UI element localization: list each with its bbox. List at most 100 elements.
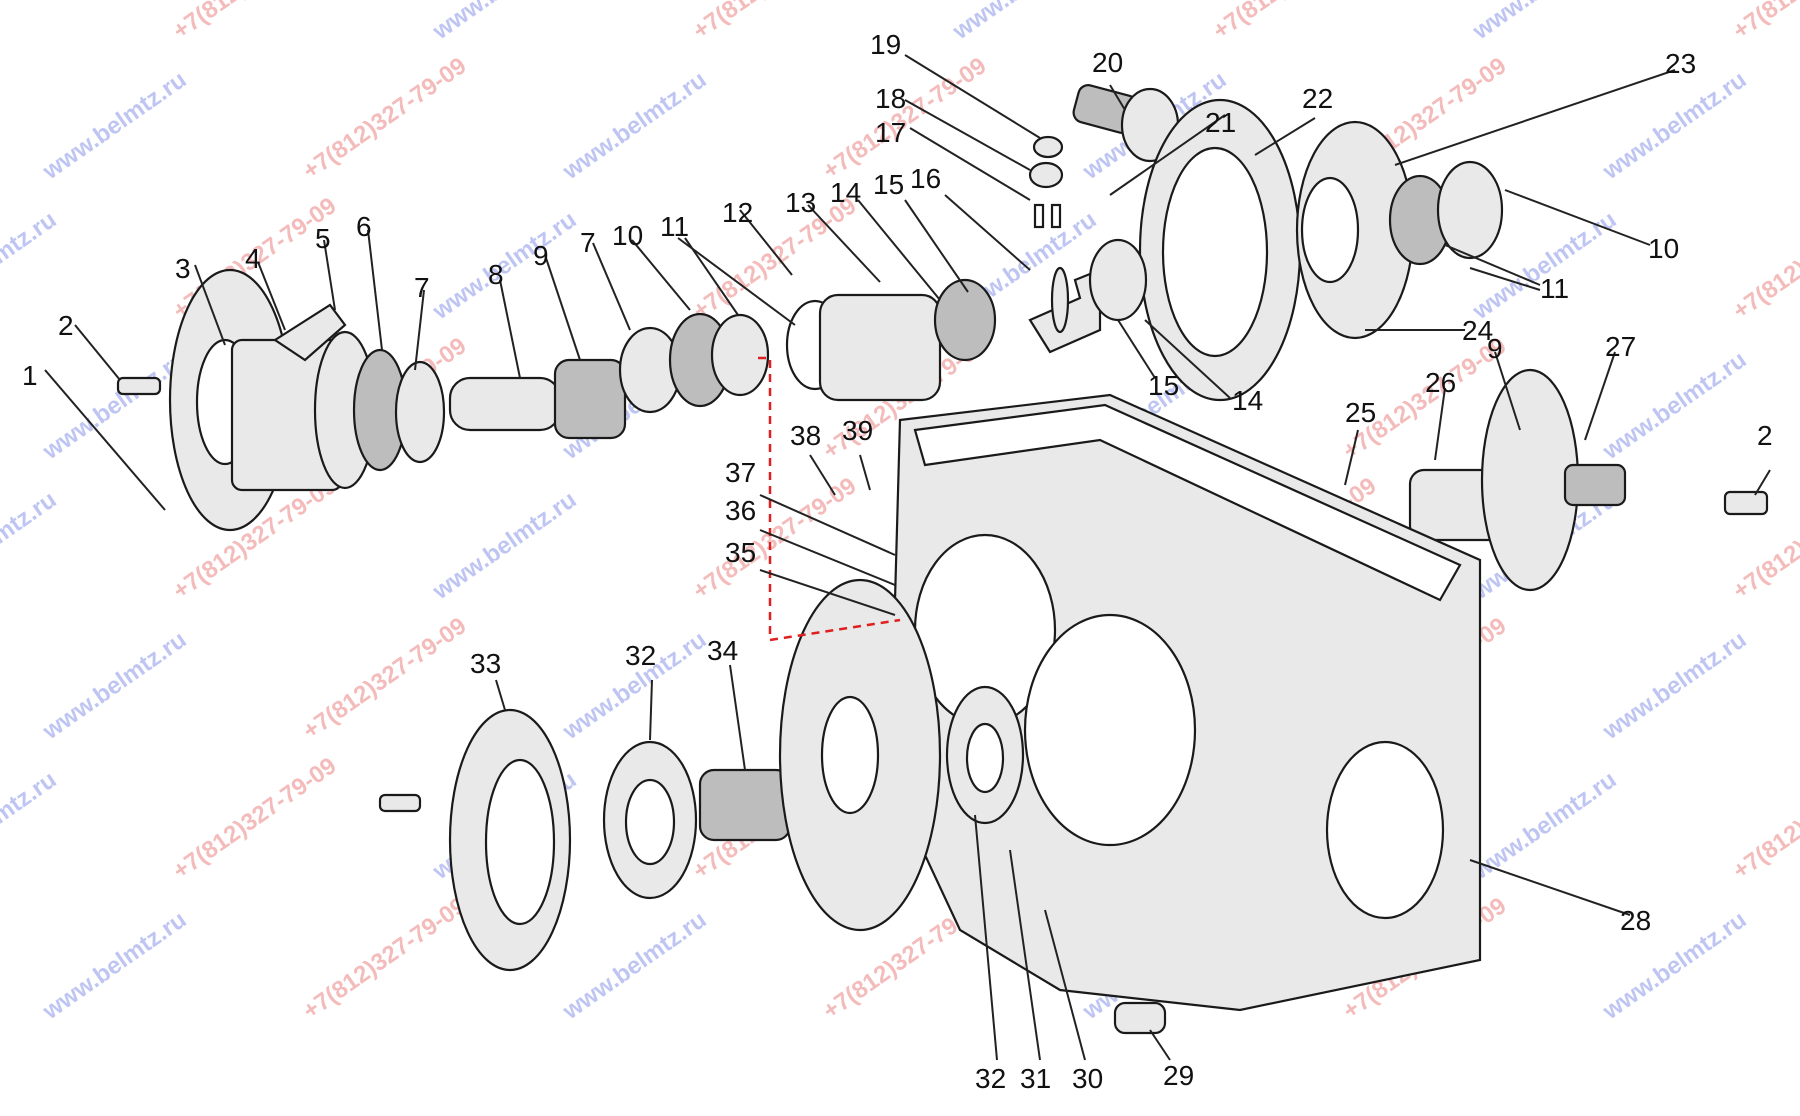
watermark-site: www.belmtz.ru	[37, 906, 191, 1025]
part-bevel-ring-gear-22	[1138, 98, 1302, 402]
callout-18: 18	[875, 83, 906, 114]
callout-2b: 2	[1757, 420, 1773, 451]
callout-12: 12	[722, 197, 753, 228]
watermark-phone: +7(812)327-79-09	[688, 0, 861, 45]
callout-6: 6	[356, 211, 372, 242]
callout-27: 27	[1605, 331, 1636, 362]
callout-9b: 9	[1487, 333, 1503, 364]
callout-13: 13	[785, 187, 816, 218]
part-satellite-gears-17-19	[1028, 135, 1064, 229]
callout-34: 34	[707, 635, 738, 666]
callout-15b: 15	[1148, 370, 1179, 401]
callout-17: 17	[875, 117, 906, 148]
watermark-site: www.belmtz.ru	[1597, 66, 1751, 185]
callout-32: 32	[975, 1063, 1006, 1094]
watermark-site: www.belmtz.ru	[557, 66, 711, 185]
callout-36: 36	[725, 495, 756, 526]
part-flange-cover-3	[168, 268, 377, 532]
callout-20: 20	[1092, 47, 1123, 78]
watermark-phone: +7(812)327-79-09	[298, 52, 471, 185]
watermark-phone: +7(812)327-79-09	[298, 612, 471, 745]
callout-11: 11	[660, 211, 689, 242]
callout-14: 14	[830, 177, 861, 208]
watermark-site: www.belmtz.ru	[427, 206, 581, 325]
callout-7b: 7	[580, 227, 596, 258]
callout-33: 33	[470, 648, 501, 679]
part-bearing-32-left	[602, 740, 698, 900]
watermark-phone: +7(812)327-79-09	[298, 892, 471, 1025]
part-brake-drum-33	[448, 708, 572, 972]
callout-5: 5	[315, 223, 331, 254]
callout-28: 28	[1620, 905, 1651, 936]
watermark-site: www.belmtz.ru	[0, 766, 61, 885]
callout-11b: 11	[1540, 273, 1569, 304]
reference-dashed-line	[758, 356, 901, 642]
watermark-phone: +7(812)327-79-09	[1728, 0, 1800, 45]
watermark-phone: +7(812)327-79-09	[1728, 752, 1800, 885]
part-bolt-33-left	[378, 793, 422, 813]
watermark-site: www.belmtz.ru	[427, 0, 581, 45]
watermark-phone: +7(812)327-79-09	[168, 752, 341, 885]
part-output-flange-27	[1408, 368, 1627, 592]
watermark-site: www.belmtz.ru	[0, 206, 61, 325]
callout-8: 8	[488, 259, 504, 290]
watermark-site: www.belmtz.ru	[0, 0, 61, 45]
callout-38: 38	[790, 420, 821, 451]
watermark-phone: +7(812)327-79-09	[1728, 192, 1800, 325]
part-housing-28	[888, 393, 1482, 1012]
callout-22: 22	[1302, 83, 1333, 114]
watermark-phone: +7(812)327-79-09	[168, 0, 341, 45]
callout-19: 19	[870, 29, 901, 60]
part-shaft-8	[448, 358, 627, 440]
part-pin-29	[1113, 1001, 1167, 1035]
leader-lines	[44, 54, 1771, 1061]
watermark-site: www.belmtz.ru	[37, 346, 191, 465]
watermark-site: www.belmtz.ru	[1597, 626, 1751, 745]
watermark-site: www.belmtz.ru	[1597, 346, 1751, 465]
callout-29: 29	[1163, 1060, 1194, 1091]
callout-39: 39	[842, 415, 873, 446]
callout-9: 9	[533, 240, 549, 271]
part-bearing-6-7	[352, 348, 446, 472]
watermark-phone: +7(812)327-79-09	[688, 472, 861, 605]
callout-35: 35	[725, 537, 756, 568]
part-bearing-32-right	[945, 685, 1025, 825]
watermark-site: www.belmtz.ru	[557, 906, 711, 1025]
callout-23: 23	[1665, 48, 1696, 79]
callout-16: 16	[910, 163, 941, 194]
callout-labels: 1 2 3 4 5 6 7 8 9 7 10 11 12 13 14 15 16…	[22, 29, 1773, 1094]
callout-37: 37	[725, 457, 756, 488]
callout-21: 21	[1205, 107, 1236, 138]
callout-3: 3	[175, 253, 191, 284]
watermark-site: www.belmtz.ru	[37, 626, 191, 745]
watermark-site: www.belmtz.ru	[427, 486, 581, 605]
part-gear-shaft-34	[698, 768, 792, 842]
callout-25: 25	[1345, 397, 1376, 428]
callout-7: 7	[414, 272, 430, 303]
part-differential-cup-24	[1295, 120, 1415, 340]
watermark-phone: +7(812)327-79-09	[1208, 0, 1381, 45]
callout-1: 1	[22, 360, 38, 391]
callout-2: 2	[58, 310, 74, 341]
watermark-site: www.belmtz.ru	[947, 0, 1101, 45]
callout-4: 4	[245, 243, 261, 274]
part-spider-16	[1028, 266, 1102, 354]
callout-24: 24	[1462, 315, 1493, 346]
callout-32b: 32	[625, 640, 656, 671]
part-side-gear-15	[1088, 238, 1148, 322]
watermark-site: www.belmtz.ru	[0, 486, 61, 605]
part-bearing-10-11-left	[618, 312, 770, 414]
part-differential-housing-13	[785, 278, 997, 402]
callout-30: 30	[1072, 1063, 1103, 1094]
part-bolt-2-left	[116, 376, 162, 396]
part-spur-gear-35	[778, 578, 942, 932]
callout-31: 31	[1020, 1063, 1051, 1094]
watermark-site: www.belmtz.ru	[37, 66, 191, 185]
callout-10b: 10	[1648, 233, 1679, 264]
callout-15: 15	[873, 169, 904, 200]
watermark-site: www.belmtz.ru	[1467, 0, 1621, 45]
callout-10: 10	[612, 220, 643, 251]
part-bolt-2-right	[1723, 490, 1769, 516]
part-bearing-10-11-right	[1388, 160, 1504, 266]
